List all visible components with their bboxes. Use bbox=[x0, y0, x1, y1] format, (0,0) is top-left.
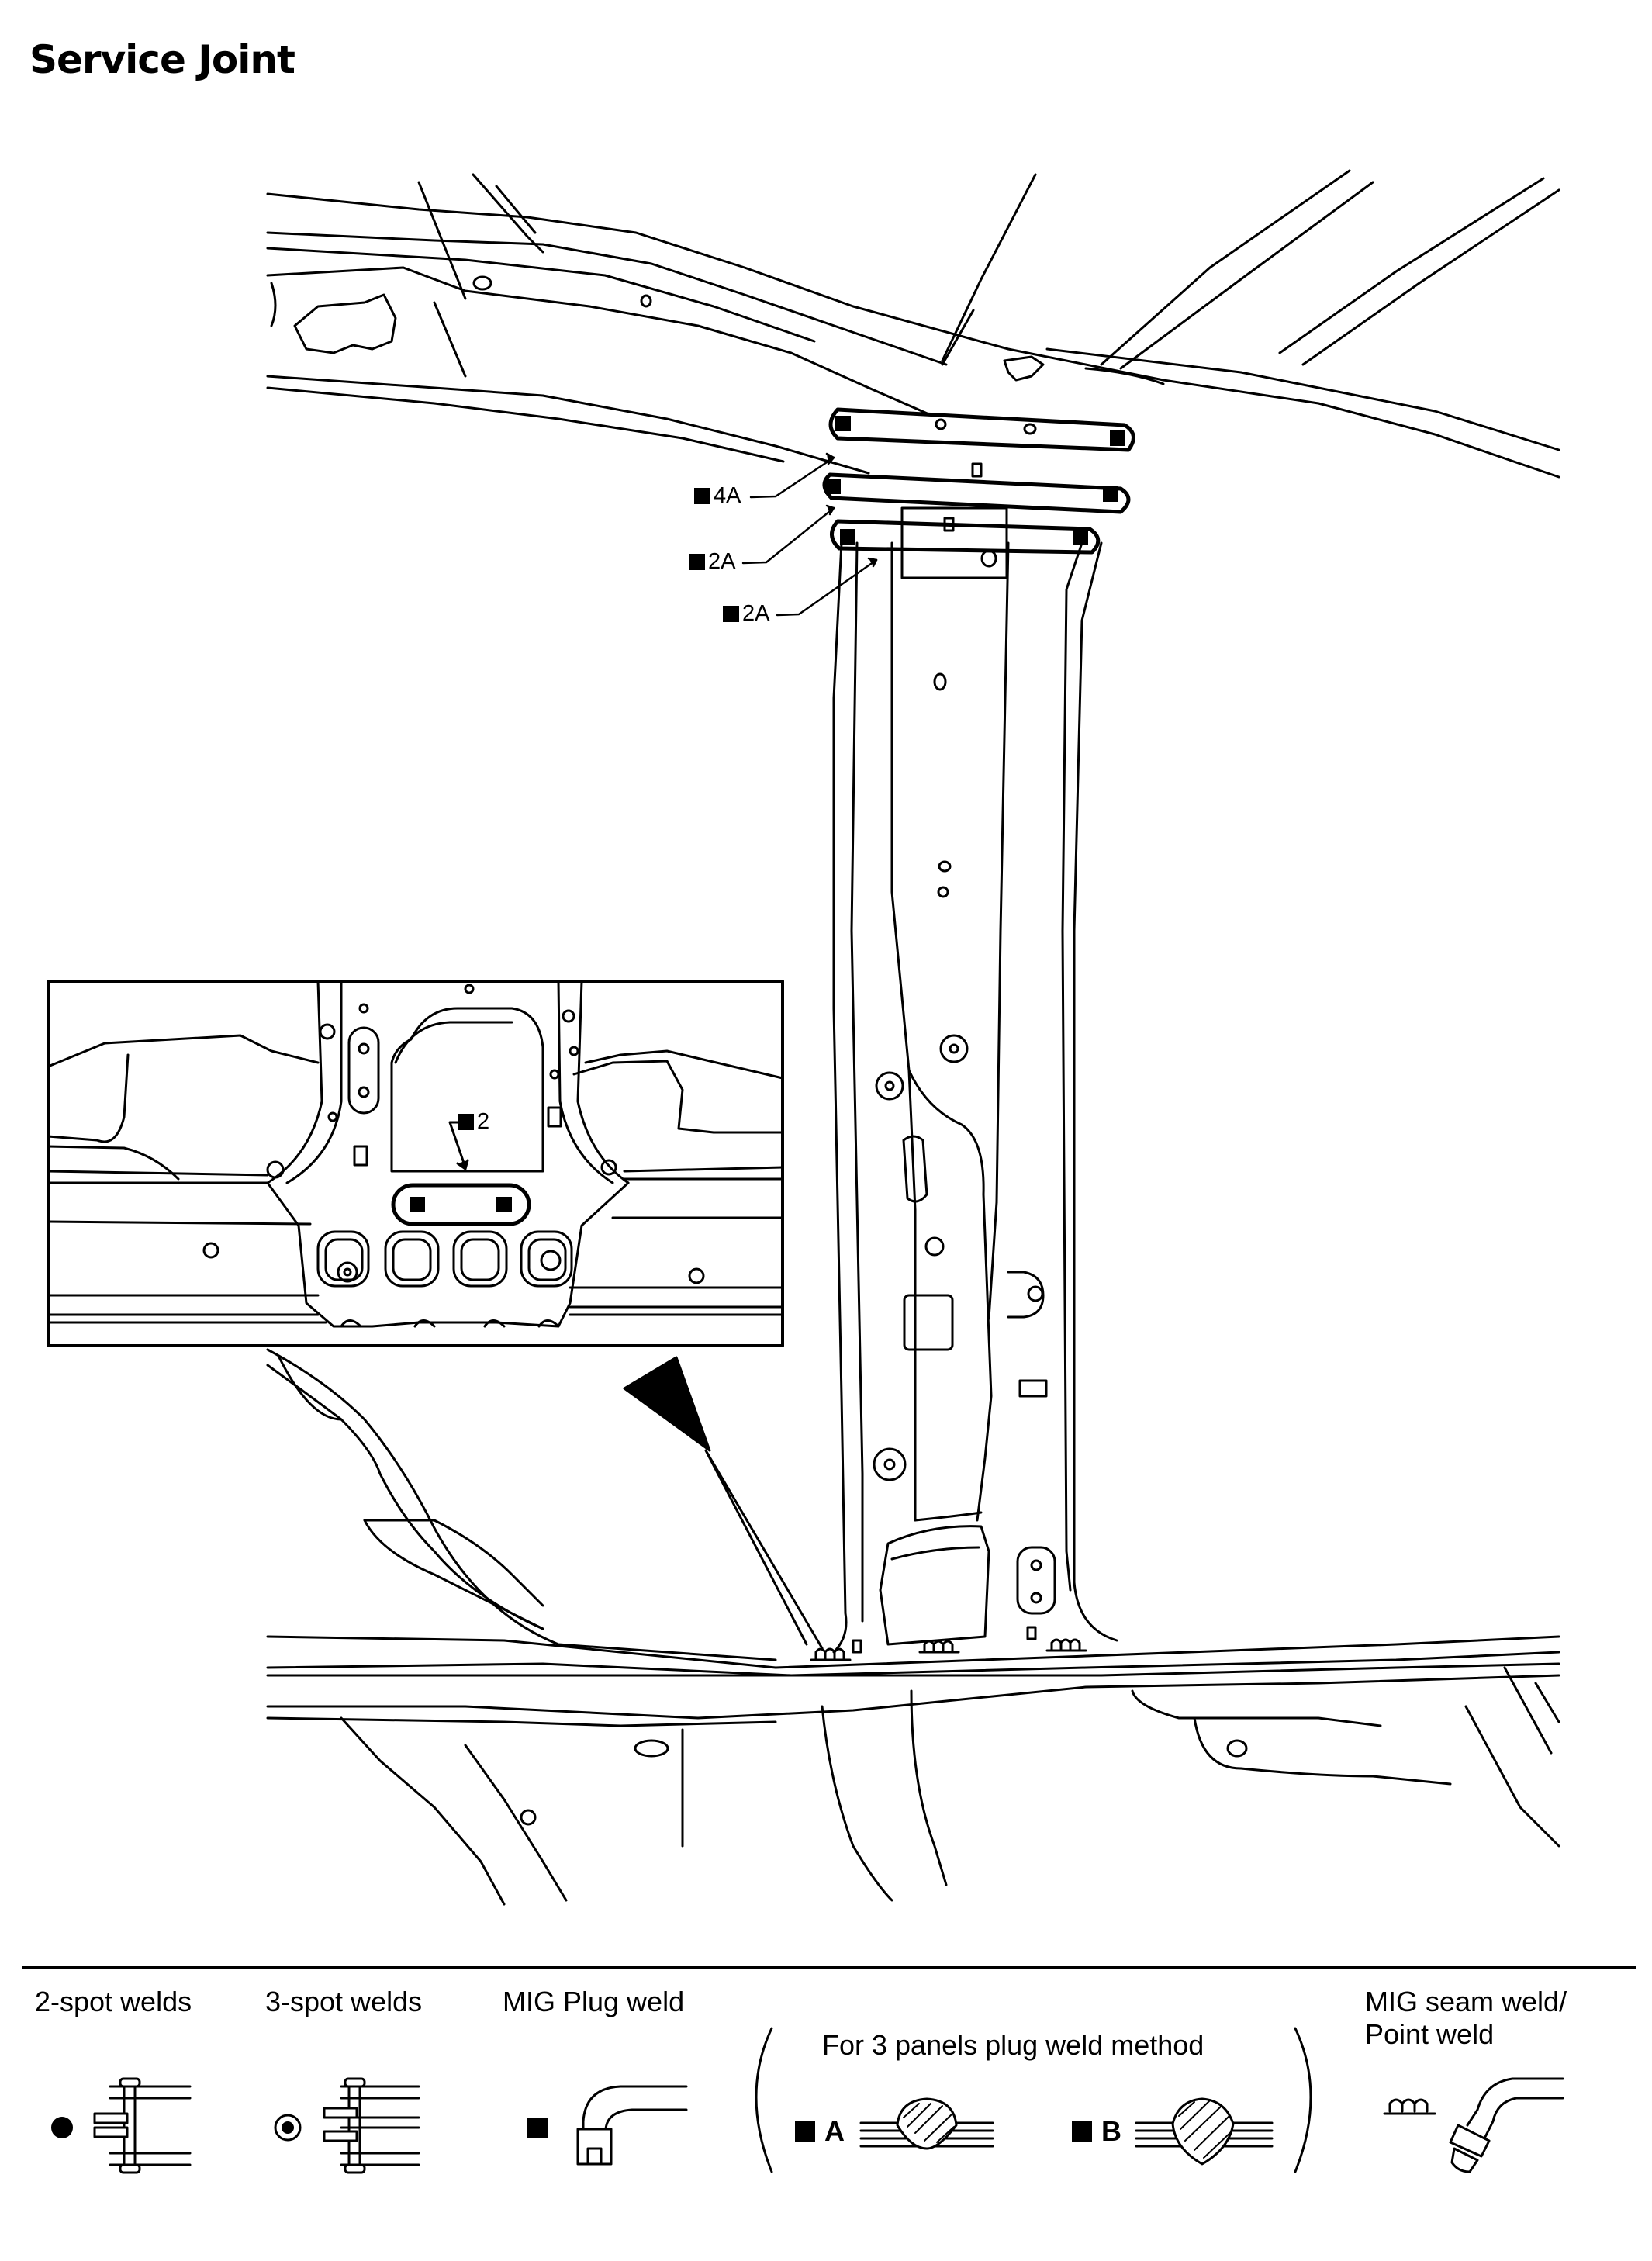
plug-weld-marks bbox=[825, 416, 1125, 545]
plug-weld-square-icon bbox=[694, 488, 710, 504]
callout-4a: 4A bbox=[694, 483, 741, 509]
legend-two-spot-label: 2-spot welds bbox=[35, 1986, 192, 2017]
mig-plug-torch-symbol bbox=[576, 2085, 688, 2166]
roof-rail-lines bbox=[266, 169, 1560, 479]
legend-mig-plug-label: MIG Plug weld bbox=[503, 1986, 685, 2017]
callout-2a-upper: 2A bbox=[689, 549, 735, 575]
ring-dot-icon bbox=[274, 2114, 302, 2142]
legend-three-panel-label: For 3 panels plug weld method bbox=[822, 2029, 1204, 2061]
legend-mig-seam-label: MIG seam weld/ Point weld bbox=[1365, 1986, 1567, 2050]
plug-weld-square-icon bbox=[689, 554, 705, 570]
method-a-square-icon bbox=[795, 2121, 815, 2142]
filled-square-icon bbox=[527, 2118, 548, 2138]
plug-weld-square-icon bbox=[723, 606, 739, 622]
filled-circle-icon bbox=[51, 2117, 73, 2138]
three-spot-weld-symbol bbox=[323, 2077, 420, 2174]
right-paren bbox=[1294, 2027, 1312, 2173]
method-a-cross-section bbox=[859, 2097, 994, 2150]
method-a-letter: A bbox=[824, 2115, 845, 2147]
mig-seam-torch-symbol bbox=[1449, 2077, 1564, 2173]
weld-bands bbox=[822, 407, 1135, 579]
sill-floor-lines bbox=[266, 1348, 1560, 1906]
plug-weld-square-icon bbox=[458, 1114, 474, 1130]
legend-symbols bbox=[93, 2027, 1564, 2174]
legend-divider bbox=[22, 1966, 1636, 1969]
inset-pointer bbox=[623, 1356, 824, 1650]
two-spot-weld-symbol bbox=[93, 2077, 192, 2174]
method-b-cross-section bbox=[1135, 2097, 1274, 2166]
inset-plug-marks bbox=[410, 1197, 512, 1212]
method-b-square-icon bbox=[1072, 2121, 1092, 2142]
method-b-letter: B bbox=[1101, 2115, 1121, 2147]
seam-weld-marks bbox=[810, 1626, 1087, 1661]
page-title: Service Joint bbox=[29, 37, 295, 82]
left-paren bbox=[755, 2027, 773, 2173]
callout-2a-lower: 2A bbox=[723, 601, 769, 627]
callout-leaders bbox=[741, 452, 878, 617]
callout-inset-2: 2 bbox=[458, 1109, 489, 1135]
center-pillar bbox=[832, 530, 1118, 1654]
legend-filled-marks bbox=[51, 2114, 302, 2142]
inset-detail bbox=[47, 980, 784, 1347]
mig-seam-weld-symbol bbox=[1383, 2098, 1436, 2115]
legend-three-spot-label: 3-spot welds bbox=[265, 1986, 423, 2017]
